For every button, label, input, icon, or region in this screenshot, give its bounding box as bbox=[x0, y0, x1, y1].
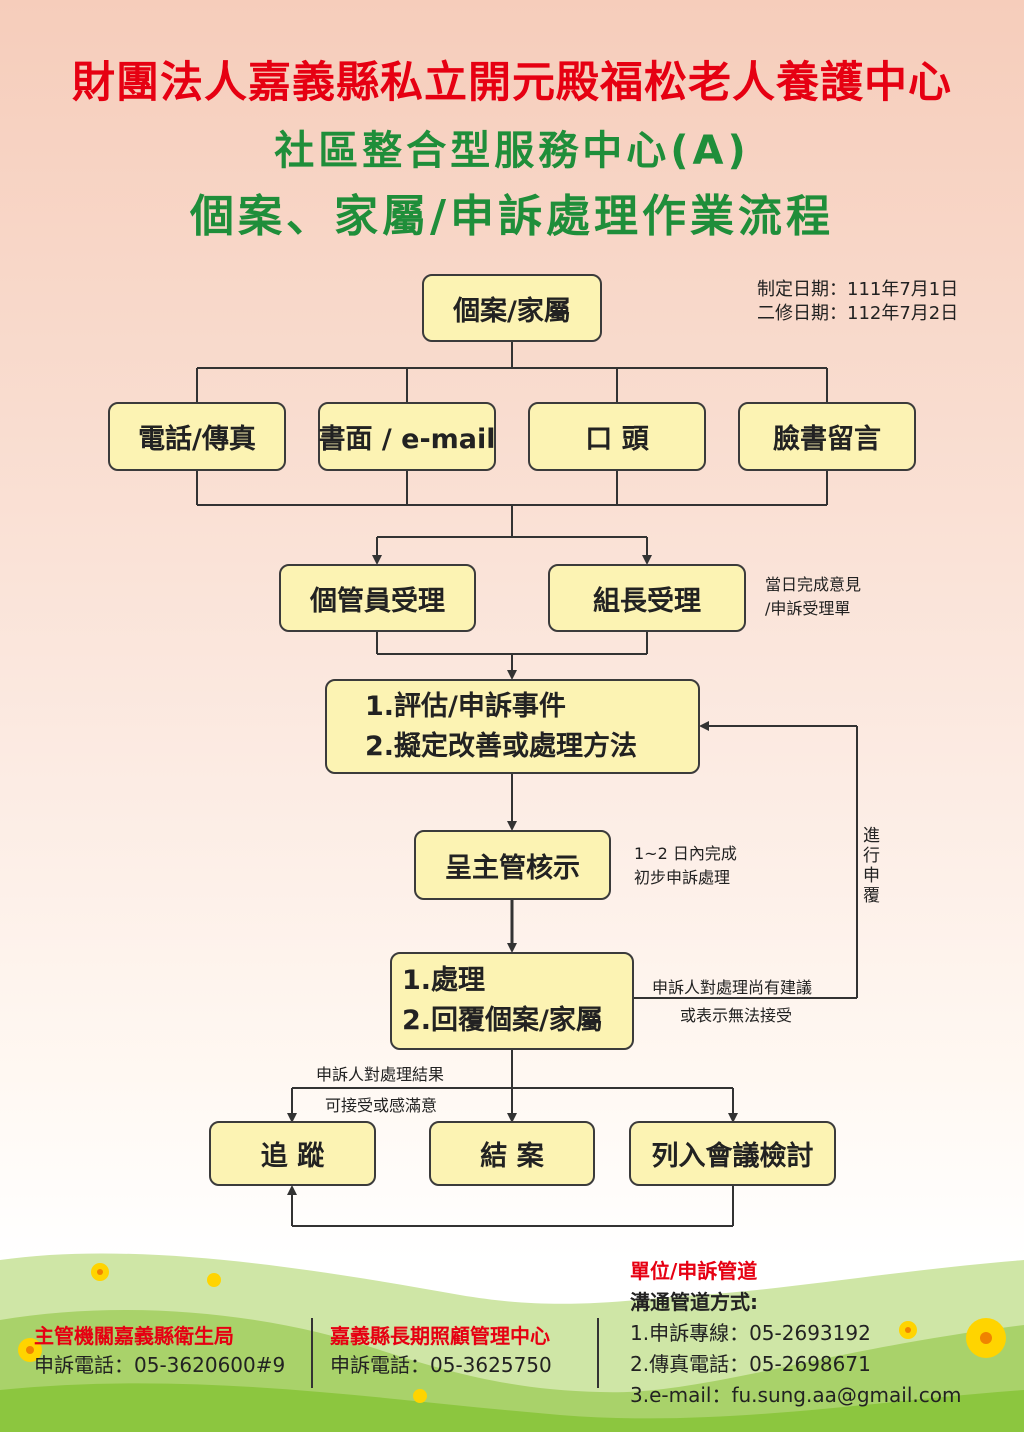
feedback-note-line1: 申訴人對處理尚有建議 bbox=[652, 978, 813, 997]
handle-line2: 2.回覆個案/家屬 bbox=[402, 1005, 603, 1036]
footer-center: 嘉義縣長期照顧管理中心 申訴電話：05-3625750 bbox=[330, 1322, 552, 1380]
channel-phone-fax: 電話/傳真 bbox=[108, 402, 286, 471]
title-service-center: 社區整合型服務中心(A) bbox=[274, 128, 750, 174]
assess-line2: 2.擬定改善或處理方法 bbox=[365, 730, 638, 762]
channel-label: 電話/傳真 bbox=[138, 424, 256, 455]
outcome-tracking: 追 蹤 bbox=[209, 1121, 376, 1186]
resubmit-label: 進行申覆 bbox=[863, 826, 880, 906]
handle-box: 1.處理 2.回覆個案/家屬 bbox=[390, 952, 634, 1050]
receive-note-line2: /申訴受理單 bbox=[765, 599, 851, 618]
outcome-meeting-review: 列入會議檢討 bbox=[629, 1121, 836, 1186]
receiver-label: 組長受理 bbox=[593, 585, 701, 617]
unit-label: 單位/申訴管道 bbox=[630, 1259, 758, 1283]
accept-note-line1: 申訴人對處理結果 bbox=[316, 1065, 445, 1084]
channel-label: 臉書留言 bbox=[773, 424, 881, 455]
outcome-label: 追 蹤 bbox=[260, 1141, 325, 1172]
established-date: 制定日期：111年7月1日 bbox=[757, 279, 959, 300]
grass-hills-decoration bbox=[0, 1253, 1024, 1432]
assess-box: 1.評估/申訴事件 2.擬定改善或處理方法 bbox=[325, 679, 700, 774]
handle-line1: 1.處理 bbox=[402, 965, 486, 996]
footer-divider bbox=[311, 1318, 313, 1388]
channel-label: 口 頭 bbox=[585, 424, 649, 455]
report-note: 1~2 日內完成 初步申訴處理 bbox=[634, 842, 737, 890]
footer-channels: 單位/申訴管道 溝通管道方式: 1.申訴專線：05-2693192 2.傳真電話… bbox=[630, 1256, 961, 1411]
report-box: 呈主管核示 bbox=[414, 830, 611, 900]
receive-note-line1: 當日完成意見 bbox=[765, 575, 862, 594]
title-organization: 財團法人嘉義縣私立開元殿福松老人養護中心 bbox=[72, 58, 952, 108]
channel-email: 3.e-mail：fu.sung.aa@gmail.com bbox=[630, 1383, 962, 1407]
source-box: 個案/家屬 bbox=[422, 274, 602, 342]
outcome-label: 結 案 bbox=[480, 1141, 544, 1172]
outcome-label: 列入會議檢討 bbox=[651, 1141, 814, 1172]
receiver-label: 個管員受理 bbox=[310, 585, 445, 617]
receiver-team-leader: 組長受理 bbox=[548, 564, 746, 632]
date-info: 制定日期：111年7月1日 二修日期：112年7月2日 bbox=[757, 278, 958, 326]
outcome-close-case: 結 案 bbox=[429, 1121, 595, 1186]
title-process: 個案、家屬/申訴處理作業流程 bbox=[189, 191, 835, 242]
revised-date: 二修日期：112年7月2日 bbox=[757, 303, 959, 324]
center-phone: 申訴電話：05-3625750 bbox=[330, 1353, 552, 1377]
receiver-case-manager: 個管員受理 bbox=[279, 564, 476, 632]
footer-authority: 主管機關嘉義縣衛生局 申訴電話：05-3620600#9 bbox=[34, 1322, 285, 1380]
report-note-line2: 初步申訴處理 bbox=[634, 868, 731, 887]
receive-note: 當日完成意見 /申訴受理單 bbox=[765, 573, 861, 621]
assess-line1: 1.評估/申訴事件 bbox=[365, 690, 566, 722]
channel-fax: 2.傳真電話：05-2698671 bbox=[630, 1352, 871, 1376]
channel-label: 書面 / e-mail bbox=[318, 424, 496, 455]
feedback-note-line2: 或表示無法接受 bbox=[680, 1006, 793, 1025]
report-note-line1: 1~2 日內完成 bbox=[634, 844, 737, 863]
footer-divider bbox=[597, 1318, 599, 1388]
channel-hotline: 1.申訴專線：05-2693192 bbox=[630, 1321, 871, 1345]
center-label: 嘉義縣長期照顧管理中心 bbox=[330, 1324, 550, 1348]
channel-verbal: 口 頭 bbox=[528, 402, 706, 471]
authority-phone: 申訴電話：05-3620600#9 bbox=[34, 1353, 286, 1377]
channel-title: 溝通管道方式: bbox=[630, 1290, 758, 1314]
accept-note-line2: 可接受或感滿意 bbox=[325, 1096, 438, 1115]
channel-written-email: 書面 / e-mail bbox=[318, 402, 496, 471]
channel-facebook: 臉書留言 bbox=[738, 402, 916, 471]
report-label: 呈主管核示 bbox=[445, 852, 580, 884]
source-label: 個案/家屬 bbox=[453, 295, 571, 327]
authority-label: 主管機關嘉義縣衛生局 bbox=[34, 1324, 234, 1348]
